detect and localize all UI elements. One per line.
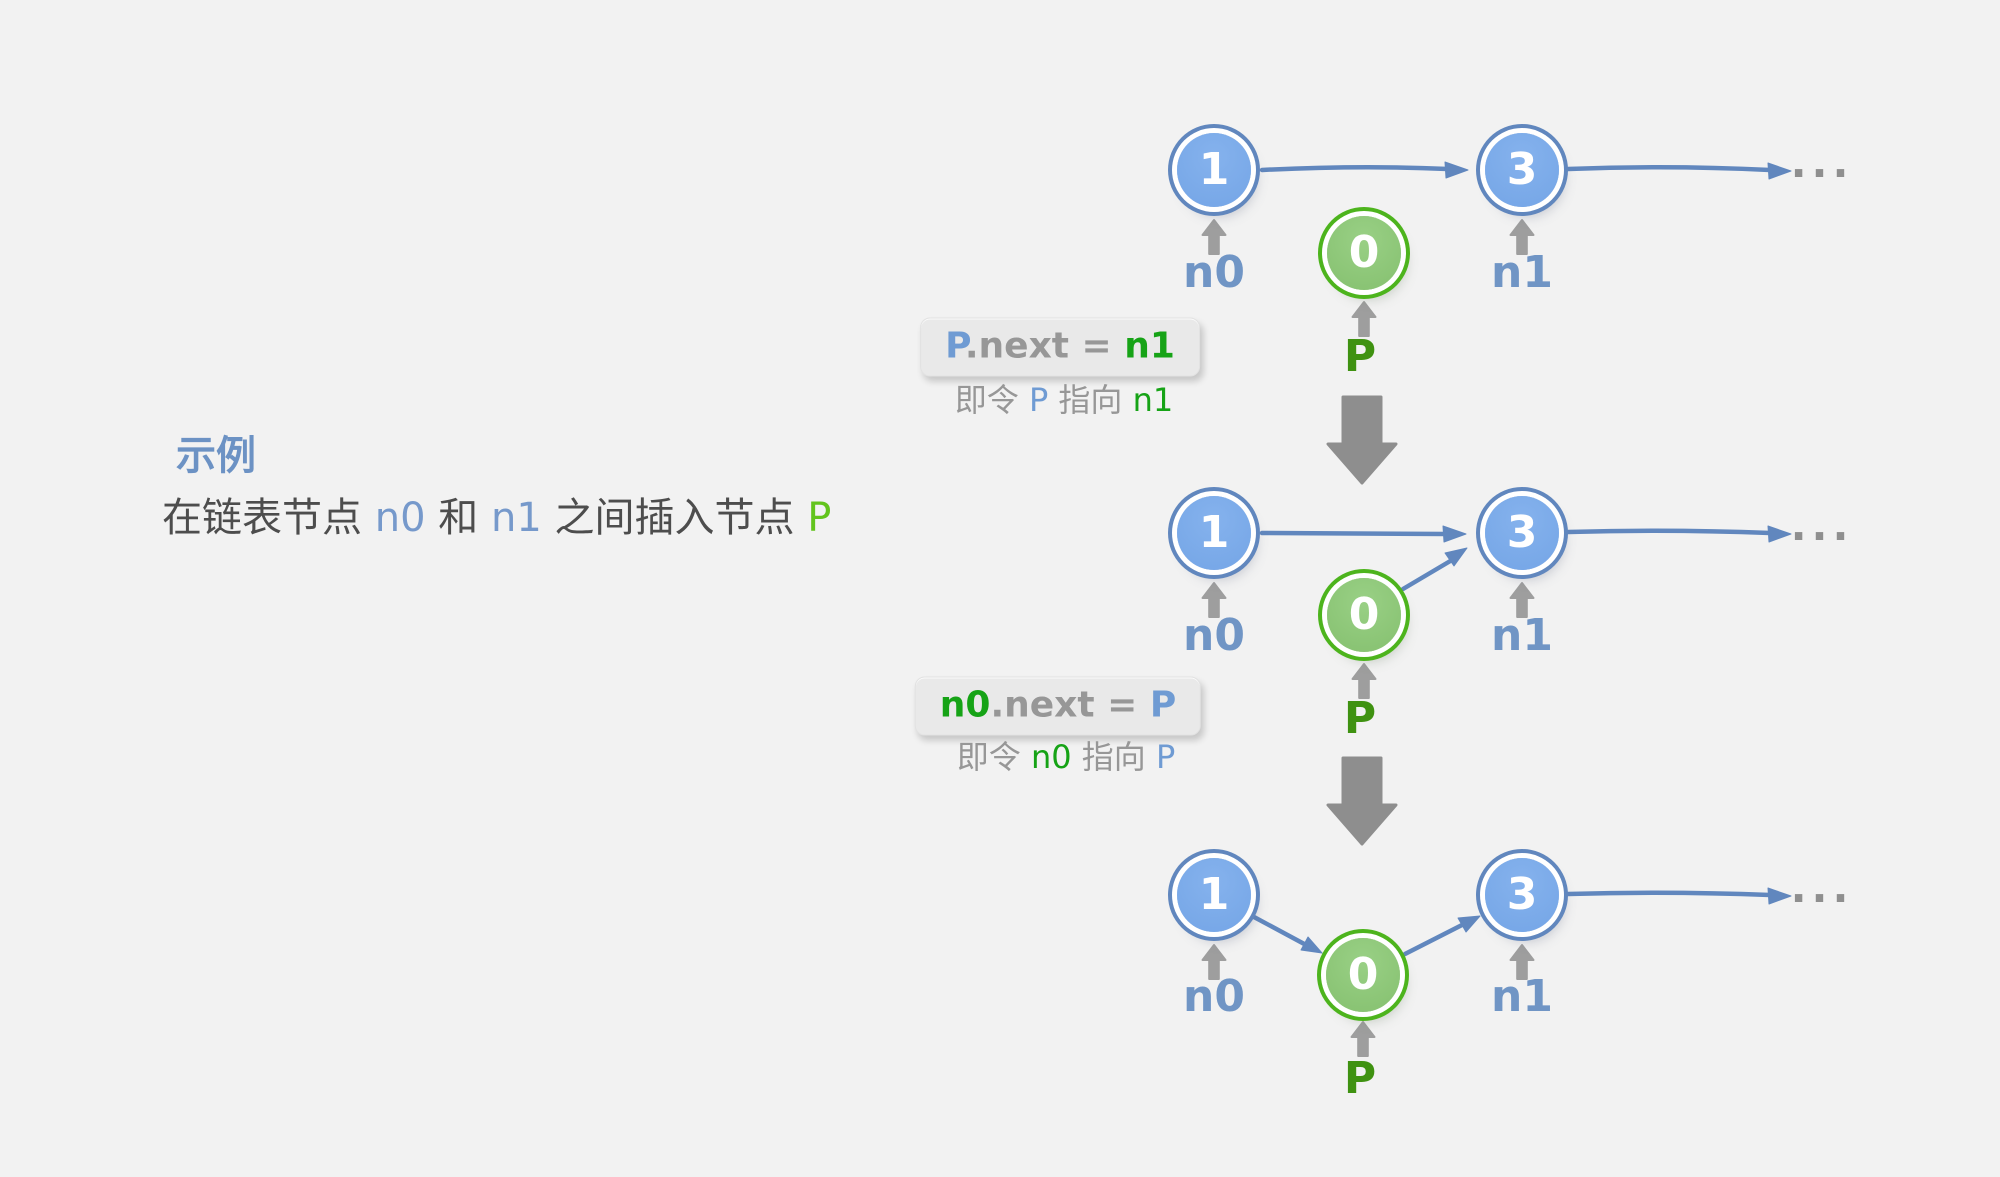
node-n0: 1 [1177,496,1251,570]
node-n1: 3 [1485,133,1559,207]
label-n0: n0 [1183,247,1245,298]
label-p: P [1343,331,1377,382]
node-n0: 1 [1177,858,1251,932]
node-n0-value: 1 [1198,144,1230,195]
arrowhead-n0-to-n1 [1444,161,1469,179]
sentence-p: P [807,495,832,541]
code-token-n0: n0 [939,684,991,726]
arrow-p-to-n1 [1400,557,1455,592]
code-statement-1: P.next = n1 [920,317,1200,377]
code-token-p: P [945,325,965,367]
ellipsis: ... [1790,501,1854,550]
node-p-value: 0 [1348,227,1380,278]
arrowhead-n1-to-rest-step2 [1767,525,1792,543]
label-n1: n1 [1491,610,1553,661]
arrowhead-p-to-n1-step3 [1457,915,1481,933]
sentence-text: 和 [425,495,491,541]
arrowhead-p-to-n1 [1444,547,1468,567]
transition-arrow-2 [1326,756,1398,846]
arrow-n1-to-rest [1565,164,1773,173]
caption-p: P [1028,380,1049,419]
pointer-arrow-p-step3 [1350,1021,1376,1057]
pointer-arrow-n1 [1509,219,1535,255]
code-statement-2: n0.next = P [914,676,1202,736]
code-caption-2: 即令 n0 指向 P [957,738,1175,776]
node-p-value: 0 [1348,589,1380,640]
label-n1: n1 [1491,971,1553,1022]
caption-text: 指向 [1071,737,1156,776]
arrow-n0-to-p [1251,914,1311,949]
caption-n1: n1 [1132,380,1174,419]
arrow-p-to-n1-step3 [1402,922,1465,957]
ellipsis: ... [1790,138,1854,187]
sentence-n1: n1 [490,495,542,541]
node-n1-value: 3 [1506,144,1538,195]
pointer-arrow-n1-step2 [1509,582,1535,618]
arrowhead-n1-to-rest [1767,162,1792,180]
caption-text: 即令 [956,737,1031,776]
arrow-n1-to-rest-step3 [1565,890,1773,898]
arrowhead-n1-to-rest-step3 [1767,887,1792,905]
transition-arrow-1 [1326,395,1398,485]
arrowhead-n0-to-n1-step2 [1442,525,1467,543]
arrow-n0-to-n1 [1259,164,1451,173]
pointer-arrow-n0-step3 [1201,944,1227,980]
label-p: P [1343,693,1377,744]
node-n0: 1 [1177,133,1251,207]
code-token-n1: n1 [1124,325,1175,367]
code-caption-1: 即令 P 指向 n1 [955,381,1173,419]
node-p: 0 [1327,578,1401,652]
node-n1: 3 [1485,858,1559,932]
code-token-next: .next = [964,325,1125,367]
node-p: 0 [1327,216,1401,290]
node-p: 0 [1326,938,1400,1012]
label-n1: n1 [1491,247,1553,298]
label-p: P [1343,1053,1377,1104]
code-token-next: .next = [990,684,1150,726]
node-n0-value: 1 [1198,869,1230,920]
example-sentence: 在链表节点 n0 和 n1 之间插入节点 P [162,494,831,542]
sentence-text: 之间插入节点 [541,495,808,541]
pointer-arrow-n1-step3 [1509,944,1535,980]
code-token-p: P [1149,684,1177,726]
pointer-arrow-n0 [1201,219,1227,255]
pointer-arrow-p-step2 [1351,663,1377,699]
node-p-value: 0 [1347,949,1379,1000]
arrow-n0-to-n1-step2 [1259,530,1449,537]
label-n0: n0 [1183,610,1245,661]
caption-p: P [1155,737,1176,776]
node-n0-value: 1 [1198,507,1230,558]
pointer-arrow-p [1351,301,1377,337]
caption-text: 指向 [1048,380,1133,419]
arrow-n1-to-rest-step2 [1565,528,1773,536]
sentence-n0: n0 [374,495,426,541]
caption-text: 即令 [954,380,1029,419]
arrowhead-n0-to-p [1300,936,1323,954]
caption-n0: n0 [1030,737,1072,776]
pointer-arrow-n0-step2 [1201,582,1227,618]
node-n1: 3 [1485,496,1559,570]
example-title: 示例 [176,433,256,479]
label-n0: n0 [1183,971,1245,1022]
sentence-text: 在链表节点 [162,495,375,541]
node-n1-value: 3 [1506,869,1538,920]
ellipsis: ... [1790,863,1854,912]
node-n1-value: 3 [1506,507,1538,558]
